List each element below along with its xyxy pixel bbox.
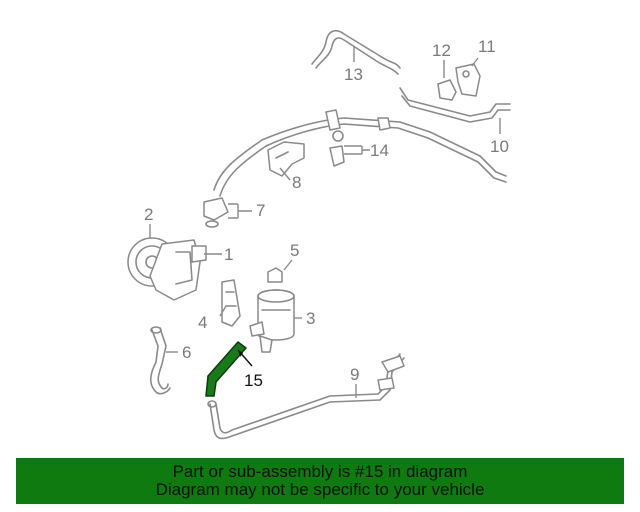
part-12-clamp[interactable]	[437, 79, 457, 101]
part-15-hose-highlight[interactable]	[205, 341, 247, 397]
callout-13: 13	[344, 65, 363, 84]
callout-15: 15	[244, 371, 263, 390]
banner-line-1: Part or sub-assembly is #15 in diagram	[172, 462, 468, 481]
part-8-bracket[interactable]	[267, 141, 305, 177]
callout-12: 12	[432, 41, 451, 60]
info-banner: Part or sub-assembly is #15 in diagram D…	[16, 458, 624, 504]
part-9-line[interactable]	[207, 353, 405, 440]
part-14-fitting[interactable]	[329, 130, 345, 167]
callout-8: 8	[292, 173, 301, 192]
pressure-line[interactable]	[213, 109, 507, 197]
part-7-fitting[interactable]	[203, 197, 229, 228]
parts-diagram: 1 2 3 4 5 6 7 8 9 10 11 12 13 14 15	[127, 29, 511, 440]
part-11-bracket[interactable]	[455, 63, 481, 97]
part-13-hose[interactable]	[311, 29, 401, 75]
callout-2: 2	[144, 205, 153, 224]
callout-6: 6	[182, 343, 191, 362]
banner-line-2: Diagram may not be specific to your vehi…	[155, 480, 485, 499]
callout-10: 10	[490, 137, 509, 156]
part-5-cap[interactable]	[267, 267, 283, 283]
callout-9: 9	[350, 365, 359, 384]
part-6-hose[interactable]	[149, 326, 171, 395]
leader-lines	[149, 46, 501, 398]
callout-4: 4	[198, 313, 207, 332]
callout-7: 7	[256, 201, 265, 220]
part-1-pump[interactable]	[127, 237, 207, 301]
callout-14: 14	[370, 141, 389, 160]
part-10-line[interactable]	[399, 87, 511, 123]
callout-5: 5	[290, 241, 299, 260]
callout-1: 1	[224, 245, 233, 264]
callout-11: 11	[478, 37, 496, 56]
part-4-bracket[interactable]	[221, 279, 241, 327]
callout-3: 3	[306, 309, 315, 328]
part-3-reservoir[interactable]	[249, 289, 295, 353]
